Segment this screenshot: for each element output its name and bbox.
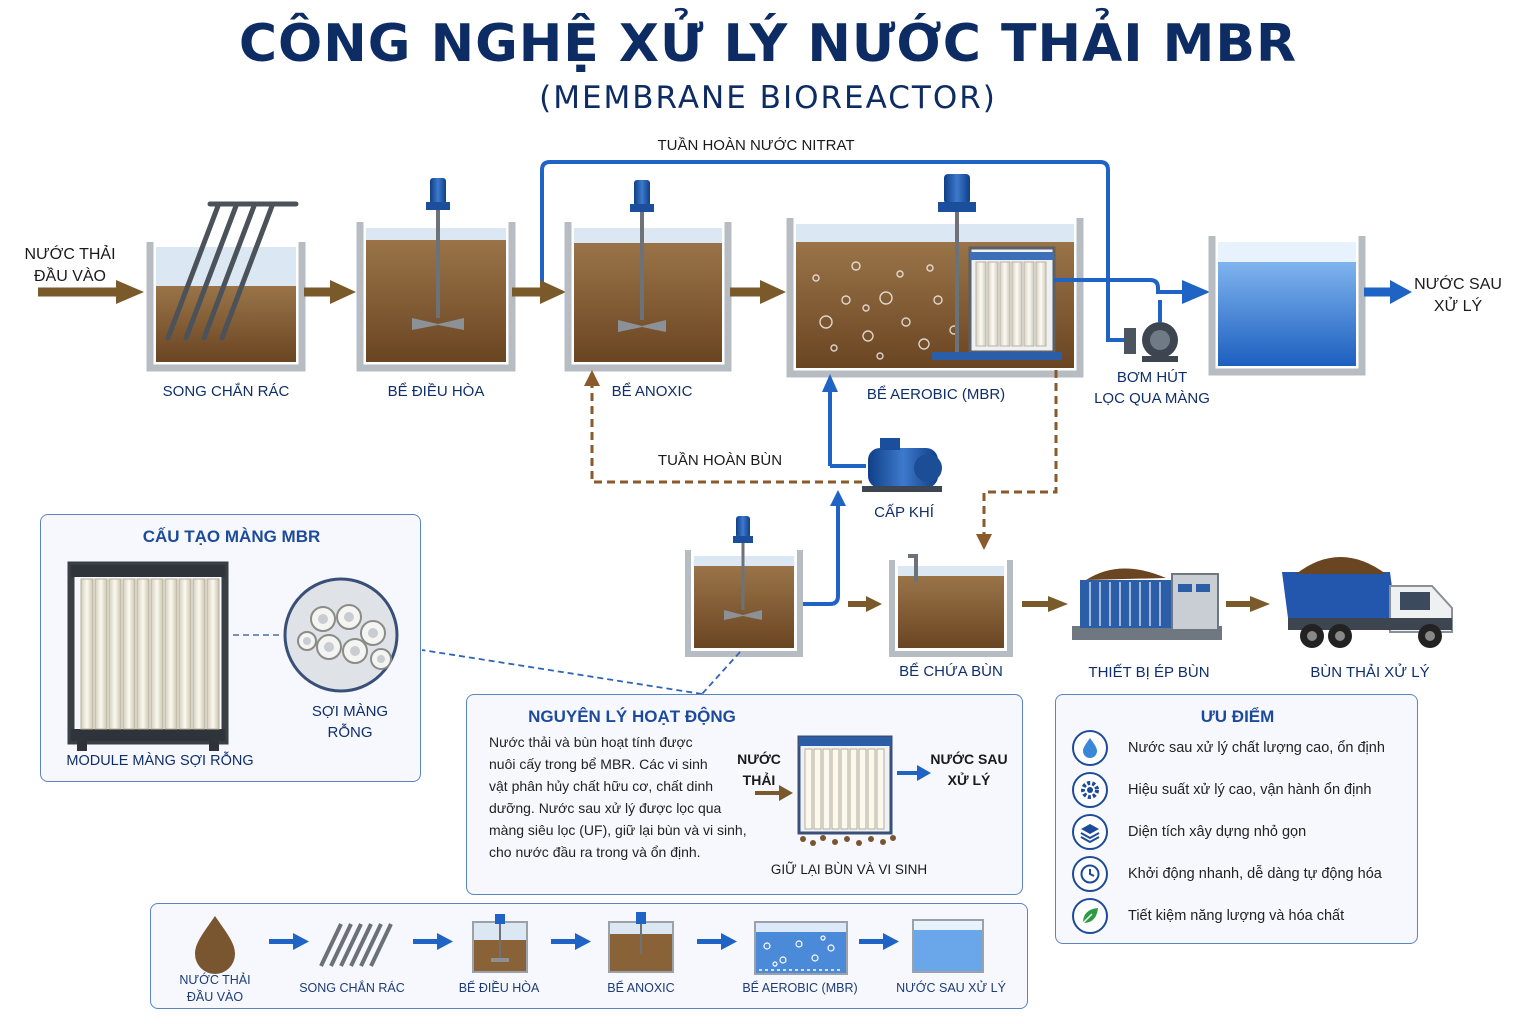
principle-in-line1: NƯỚC [737, 751, 781, 767]
screen-label: SONG CHẮN RÁC [162, 383, 290, 400]
aerobic-tank [786, 174, 1084, 378]
advantage-text: Khởi động nhanh, dễ dàng tự động hóa [1128, 866, 1382, 882]
summary-step-treated: NƯỚC SAU XỬ LÝ [893, 980, 1009, 997]
fiber-label-line1: SỢI MÀNG [311, 703, 389, 720]
summary-flow-icons [195, 912, 984, 975]
summary-step-label: BỂ ANOXIC [607, 981, 675, 995]
sludge-disposal-label: BÙN THẢI XỬ LÝ [1310, 664, 1430, 681]
module-label: MODULE MÀNG SỢI RỖNG [66, 753, 254, 769]
inlet-label: NƯỚC THẢI ĐẦU VÀO [20, 244, 120, 288]
principle-text-line: màng siêu lọc (UF), giữ lại bùn và vi si… [489, 822, 747, 838]
principle-out-line1: NƯỚC SAU [930, 751, 1008, 767]
principle-text-line: dưỡng. Nước sau xử lý được lọc qua [489, 800, 722, 816]
advantages-panel-title: ƯU ĐIỂM [1200, 707, 1275, 726]
advantage-item: Diện tích xây dựng nhỏ gọn [1072, 813, 1306, 851]
principle-text-line: cho nước đầu ra trong và ổn định. [489, 844, 701, 860]
fiber-label: SỢI MÀNG RỖNG [295, 701, 405, 743]
sludge-tank-label: BỂ CHỨA BÙN [899, 663, 1003, 680]
summary-step-label: BỂ ĐIỀU HÒA [458, 981, 540, 995]
pump-label-line2: LỌC QUA MÀNG [1094, 390, 1210, 407]
membrane-structure-panel: CẤU TẠO MÀNG MBR [40, 514, 421, 782]
water-drop-icon [1072, 730, 1108, 766]
advantage-text: Hiệu suất xử lý cao, vận hành ổn định [1128, 782, 1372, 798]
outlet-label-line2: XỬ LÝ [1433, 298, 1483, 315]
aerobic-label: BỂ AEROBIC (MBR) [866, 386, 1006, 403]
summary-step-label: SONG CHẮN RÁC [299, 981, 405, 995]
principle-text-line: Nước thải và bùn hoạt tính được [489, 734, 693, 750]
principle-caption: GIỮ LẠI BÙN VÀ VI SINH [770, 862, 928, 877]
principle-text-line: vật phân hủy chất hữu cơ, chất dinh [489, 778, 714, 794]
principle-text: Nước thải và bùn hoạt tính được nuôi cấy… [489, 731, 759, 863]
summary-step-anoxic: BỂ ANOXIC [591, 980, 691, 997]
sludge-mixing-tank [685, 516, 803, 657]
advantage-item: Tiết kiệm năng lượng và hóa chất [1072, 897, 1344, 935]
principle-out-line2: XỬ LÝ [947, 772, 991, 788]
summary-step-inlet: NƯỚC THẢI ĐẦU VÀO [165, 972, 265, 1006]
layers-icon [1072, 814, 1108, 850]
pump-label-line1: BƠM HÚT [1116, 369, 1188, 386]
gear-icon [1072, 772, 1108, 808]
summary-step-aerobic: BỂ AEROBIC (MBR) [735, 980, 865, 997]
summary-step-label: NƯỚC SAU XỬ LÝ [896, 981, 1006, 995]
advantage-item: Khởi động nhanh, dễ dàng tự động hóa [1072, 855, 1382, 893]
principle-in-line2: THẢI [742, 772, 776, 788]
summary-step-label: NƯỚC THẢI [179, 973, 251, 987]
sludge-recycle-label: TUẦN HOÀN BÙN [657, 452, 783, 469]
pump-label: BƠM HÚT LỌC QUA MÀNG [1082, 367, 1222, 409]
filter-press [1072, 568, 1222, 640]
anoxic-label: BỂ ANOXIC [611, 383, 693, 400]
inlet-label-line2: ĐẦU VÀO [33, 268, 106, 285]
page-subtitle: (MEMBRANE BIOREACTOR) [539, 80, 997, 116]
equalization-label: BỂ ĐIỀU HÒA [387, 383, 485, 400]
advantage-text: Tiết kiệm năng lượng và hóa chất [1128, 908, 1345, 924]
advantage-item: Hiệu suất xử lý cao, vận hành ổn định [1072, 771, 1371, 809]
membrane-illustration [67, 561, 399, 751]
filter-press-label: THIẾT BỊ ÉP BÙN [1088, 664, 1210, 681]
summary-step-screen: SONG CHẮN RÁC [297, 980, 407, 997]
page-title: CÔNG NGHỆ XỬ LÝ NƯỚC THẢI MBR [238, 14, 1298, 74]
summary-flow-strip: NƯỚC THẢI ĐẦU VÀO SONG CHẮN RÁC BỂ ĐIỀU … [150, 903, 1028, 1009]
sludge-holding-tank [889, 554, 1013, 657]
advantage-text: Nước sau xử lý chất lượng cao, ổn định [1128, 740, 1385, 756]
fiber-label-line2: RỖNG [327, 724, 373, 741]
treated-water-tank [1208, 236, 1366, 376]
summary-step-equalization: BỂ ĐIỀU HÒA [449, 980, 549, 997]
blower-label: CẤP KHÍ [874, 504, 934, 521]
principle-text-line: nuôi cấy trong bể MBR. Các vi sinh [489, 756, 708, 772]
advantages-panel: ƯU ĐIỂM Nước sau xử lý chất lượng cao, ổ… [1055, 694, 1418, 944]
structure-panel-title: CẤU TẠO MÀNG MBR [142, 527, 321, 546]
principle-out-label: NƯỚC SAU XỬ LÝ [919, 749, 1019, 791]
outlet-label: NƯỚC SAU XỬ LÝ [1408, 274, 1508, 318]
anoxic-tank [564, 180, 732, 372]
advantage-item: Nước sau xử lý chất lượng cao, ổn định [1072, 729, 1385, 767]
operating-principle-panel: NGUYÊN LÝ HOẠT ĐỘNG Nước thải và bùn hoạ… [466, 694, 1023, 895]
summary-step-label: BỂ AEROBIC (MBR) [742, 981, 858, 995]
outlet-label-line1: NƯỚC SAU [1414, 276, 1502, 293]
air-blower [862, 438, 942, 492]
advantage-text: Diện tích xây dựng nhỏ gọn [1128, 824, 1307, 840]
principle-membrane-illustration [755, 735, 931, 846]
principle-panel-title: NGUYÊN LÝ HOẠT ĐỘNG [528, 707, 736, 726]
leaf-icon [1072, 898, 1108, 934]
inlet-label-line1: NƯỚC THẢI [24, 246, 116, 263]
principle-in-label: NƯỚC THẢI [729, 749, 789, 791]
dump-truck [1282, 557, 1453, 648]
suction-pump [1124, 300, 1178, 362]
nitrate-recycle-label: TUẦN HOÀN NƯỚC NITRAT [657, 137, 855, 154]
summary-step-label: ĐẦU VÀO [186, 990, 244, 1004]
screen-tank [146, 201, 306, 372]
clock-icon [1072, 856, 1108, 892]
equalization-tank [356, 178, 516, 372]
